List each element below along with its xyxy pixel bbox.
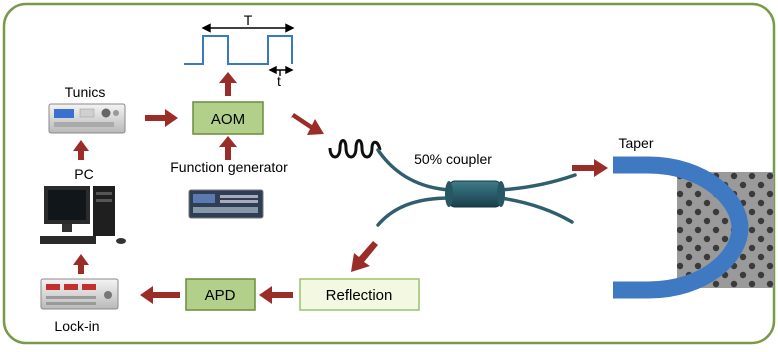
pc-label: PC <box>74 166 93 182</box>
arrow-tunics-to-aom <box>145 109 178 127</box>
arrow-apd-to-lockin <box>140 286 180 304</box>
arrow-aom-to-pulse <box>219 72 237 96</box>
lockin-icon <box>40 278 119 310</box>
function-generator-icon <box>188 189 264 219</box>
arrow-fgen-to-aom <box>219 136 237 160</box>
tunics-label: Tunics <box>65 84 106 100</box>
aom-box <box>192 101 264 135</box>
tunics-laser-icon <box>48 103 126 134</box>
fiber-lines <box>376 148 577 227</box>
arrow-coupler-to-taper <box>572 159 608 177</box>
apd-box <box>185 278 256 311</box>
coupler-label: 50% coupler <box>414 151 492 167</box>
reflection-box <box>299 278 420 311</box>
period-label: T <box>244 12 253 28</box>
arrow-pc-to-tunics <box>73 140 89 160</box>
function-generator-label: Function generator <box>170 159 288 175</box>
taper-label: Taper <box>618 135 653 151</box>
aom-label: AOM <box>211 111 245 128</box>
taper-icon <box>613 156 749 299</box>
coupler-icon <box>445 180 505 208</box>
fiber-coil <box>328 139 382 159</box>
arrow-lockin-to-pc <box>73 254 89 274</box>
pc-icon <box>40 186 126 244</box>
lockin-label: Lock-in <box>54 318 99 334</box>
reflection-label: Reflection <box>326 287 393 304</box>
arrows <box>73 72 608 304</box>
pulse-width-label: t <box>277 73 281 89</box>
period-arrow <box>201 23 295 33</box>
arrow-coupler-to-reflection <box>351 241 378 272</box>
pulse-width-arrow <box>268 65 294 76</box>
apd-label: APD <box>205 287 236 304</box>
arrow-reflection-to-apd <box>259 286 293 304</box>
arrow-aom-to-fiber <box>290 113 324 135</box>
pulse-train <box>184 35 293 65</box>
